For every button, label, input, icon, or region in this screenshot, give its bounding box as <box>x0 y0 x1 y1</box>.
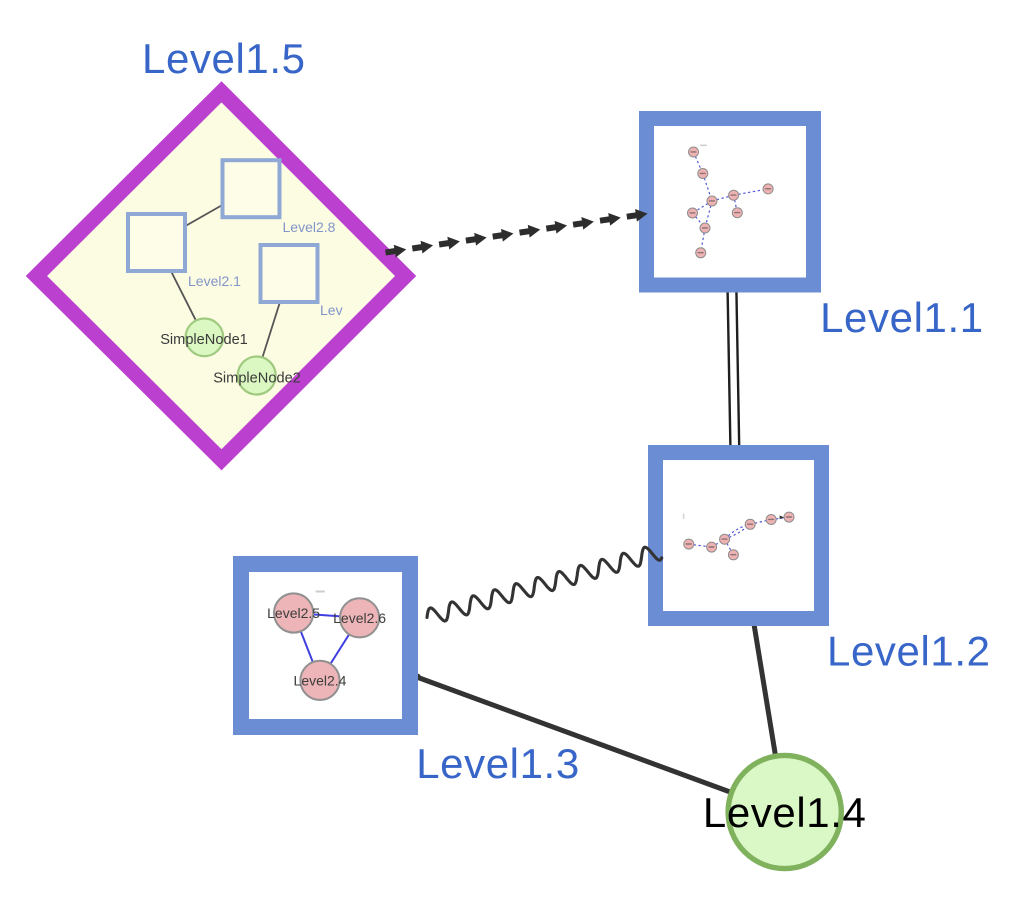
svg-text:Level2.8: Level2.8 <box>283 219 336 235</box>
svg-text:Level2.4: Level2.4 <box>294 673 347 689</box>
svg-text:Level1.1: Level1.1 <box>820 294 984 341</box>
svg-text:Level2.6: Level2.6 <box>333 610 386 626</box>
svg-text:Level2.5: Level2.5 <box>267 605 320 621</box>
svg-text:Level1.3: Level1.3 <box>416 740 580 787</box>
svg-text:Lev: Lev <box>320 302 343 318</box>
svg-text:Level1.5: Level1.5 <box>142 35 306 82</box>
svg-text:SimpleNode2: SimpleNode2 <box>213 371 301 387</box>
svg-text:SimpleNode1: SimpleNode1 <box>160 332 248 348</box>
svg-text:Level1.2: Level1.2 <box>827 628 991 675</box>
svg-text:Level2.1: Level2.1 <box>188 273 241 289</box>
svg-text:Level1.4: Level1.4 <box>703 789 867 836</box>
